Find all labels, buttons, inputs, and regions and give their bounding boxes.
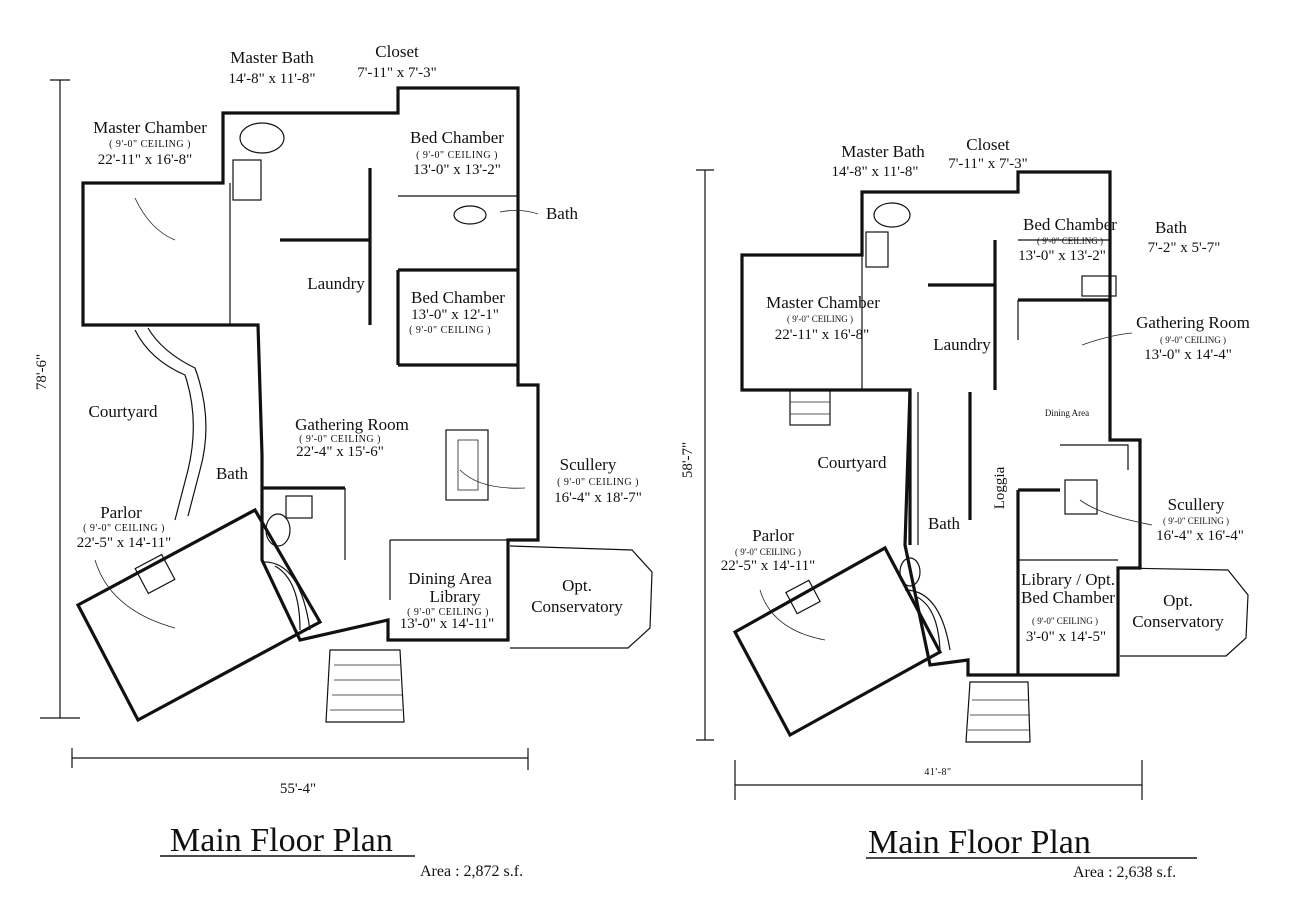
right-scullery-ceiling: ( 9'-0" CEILING ) [1163, 516, 1229, 526]
left-master-chamber-size: 22'-11" x 16'-8" [98, 152, 193, 168]
left-master-bath-label: Master Bath [230, 48, 314, 67]
left-library-ceiling: ( 9'-0" CEILING ) [407, 607, 489, 618]
left-bed-chamber-2-label: Bed Chamber [411, 288, 505, 307]
left-closet-label: Closet [375, 42, 419, 61]
left-master-bath-size: 14'-8" x 11'-8" [228, 71, 315, 87]
plan-left-area: Area : 2,872 s.f. [420, 863, 523, 880]
left-parlor-label: Parlor [100, 503, 142, 522]
left-dining-area-label: Dining Area [408, 569, 492, 588]
plan-left: 78'-6" 55'-4" [34, 42, 653, 880]
right-library-ceiling: ( 9'-0" CEILING ) [1032, 616, 1098, 626]
left-bed-chamber-1-ceiling: ( 9'-0" CEILING ) [416, 150, 498, 161]
left-courtyard-label: Courtyard [89, 402, 158, 421]
left-laundry-label: Laundry [307, 274, 365, 293]
plan-right: 58'-7" 41'-8" [680, 135, 1250, 881]
right-bed-chamber-ceiling: ( 9'-0" CEILING ) [1037, 236, 1103, 246]
right-closet-label: Closet [966, 135, 1010, 154]
left-bath-lower-label: Bath [216, 464, 249, 483]
right-parlor-label: Parlor [752, 526, 794, 545]
right-closet-size: 7'-11" x 7'-3" [948, 156, 1028, 172]
plan-right-dim-vertical-label: 58'-7" [680, 442, 696, 478]
right-loggia-label: Loggia [992, 466, 1008, 509]
right-scullery-label: Scullery [1168, 495, 1225, 514]
right-library-label: Library / Opt. [1021, 570, 1115, 589]
left-parlor-size: 22'-5" x 14'-11" [77, 535, 172, 551]
left-library-size: 13'-0" x 14'-11" [400, 616, 495, 632]
plan-left-dimension-vertical: 78'-6" [34, 79, 80, 719]
plan-right-dimension-vertical: 58'-7" [680, 169, 714, 741]
left-master-chamber-ceiling: ( 9'-0" CEILING ) [109, 139, 191, 150]
left-bed-chamber-2-ceiling: ( 9'-0" CEILING ) [409, 325, 491, 336]
right-scullery-size: 16'-4" x 16'-4" [1156, 528, 1244, 544]
right-conservatory-label-2: Conservatory [1132, 612, 1224, 631]
plan-left-title: Main Floor Plan [170, 822, 393, 859]
right-library-label-2: Bed Chamber [1021, 588, 1115, 607]
left-library-label: Library [430, 587, 481, 606]
left-gathering-room-size: 22'-4" x 15'-6" [296, 444, 384, 460]
plan-right-title-block: Main Floor Plan Area : 2,638 s.f. [866, 824, 1197, 881]
right-master-chamber-label: Master Chamber [766, 293, 880, 312]
plan-right-labels: Master Bath 14'-8" x 11'-8" Closet 7'-11… [721, 135, 1250, 645]
plan-right-area: Area : 2,638 s.f. [1073, 864, 1176, 881]
left-parlor-ceiling: ( 9'-0" CEILING ) [83, 523, 165, 534]
right-master-chamber-ceiling: ( 9'-0" CEILING ) [787, 314, 853, 324]
right-parlor-ceiling: ( 9'-0" CEILING ) [735, 547, 801, 557]
left-gathering-room-ceiling: ( 9'-0" CEILING ) [299, 434, 381, 445]
right-master-bath-size: 14'-8" x 11'-8" [831, 164, 918, 180]
right-laundry-label: Laundry [933, 335, 991, 354]
left-closet-size: 7'-11" x 7'-3" [357, 65, 437, 81]
left-scullery-size: 16'-4" x 18'-7" [554, 490, 642, 506]
right-bed-chamber-label: Bed Chamber [1023, 215, 1117, 234]
right-library-size: 3'-0" x 14'-5" [1026, 629, 1106, 645]
plan-right-dimension-horizontal: 41'-8" [734, 760, 1143, 800]
plan-right-title: Main Floor Plan [868, 824, 1091, 861]
left-conservatory-label-2: Conservatory [531, 597, 623, 616]
left-scullery-ceiling: ( 9'-0" CEILING ) [557, 477, 639, 488]
left-conservatory-label-1: Opt. [562, 576, 592, 595]
plan-left-walls [75, 86, 653, 723]
plan-left-labels: Master Bath 14'-8" x 11'-8" Closet 7'-11… [77, 42, 642, 632]
plan-left-dim-vertical-label: 78'-6" [34, 354, 50, 390]
left-bed-chamber-2-size: 13'-0" x 12'-1" [411, 307, 499, 323]
left-scullery-label: Scullery [560, 455, 617, 474]
right-master-bath-label: Master Bath [841, 142, 925, 161]
plan-left-dim-horizontal-label: 55'-4" [280, 781, 316, 797]
left-bed-chamber-1-label: Bed Chamber [410, 128, 504, 147]
plan-right-dim-horizontal-label: 41'-8" [924, 767, 951, 778]
left-master-chamber-label: Master Chamber [93, 118, 207, 137]
right-gathering-room-label: Gathering Room [1136, 313, 1250, 332]
left-bed-chamber-1-size: 13'-0" x 13'-2" [413, 162, 501, 178]
right-courtyard-label: Courtyard [818, 453, 887, 472]
right-bath-upper-label: Bath [1155, 218, 1188, 237]
plan-right-walls [732, 170, 1249, 743]
right-bath-lower-label: Bath [928, 514, 961, 533]
plan-left-dimension-horizontal: 55'-4" [71, 748, 529, 797]
right-gathering-room-size: 13'-0" x 14'-4" [1144, 347, 1232, 363]
right-master-chamber-size: 22'-11" x 16'-8" [775, 327, 870, 343]
right-bed-chamber-size: 13'-0" x 13'-2" [1018, 248, 1106, 264]
right-bath-upper-size: 7'-2" x 5'-7" [1148, 240, 1221, 256]
plan-left-title-block: Main Floor Plan Area : 2,872 s.f. [160, 822, 523, 880]
right-conservatory-label-1: Opt. [1163, 591, 1193, 610]
left-bath-upper-label: Bath [546, 204, 579, 223]
right-gathering-room-ceiling: ( 9'-0" CEILING ) [1160, 335, 1226, 345]
right-dining-area-label: Dining Area [1045, 408, 1089, 418]
right-parlor-size: 22'-5" x 14'-11" [721, 558, 816, 574]
left-gathering-room-label: Gathering Room [295, 415, 409, 434]
